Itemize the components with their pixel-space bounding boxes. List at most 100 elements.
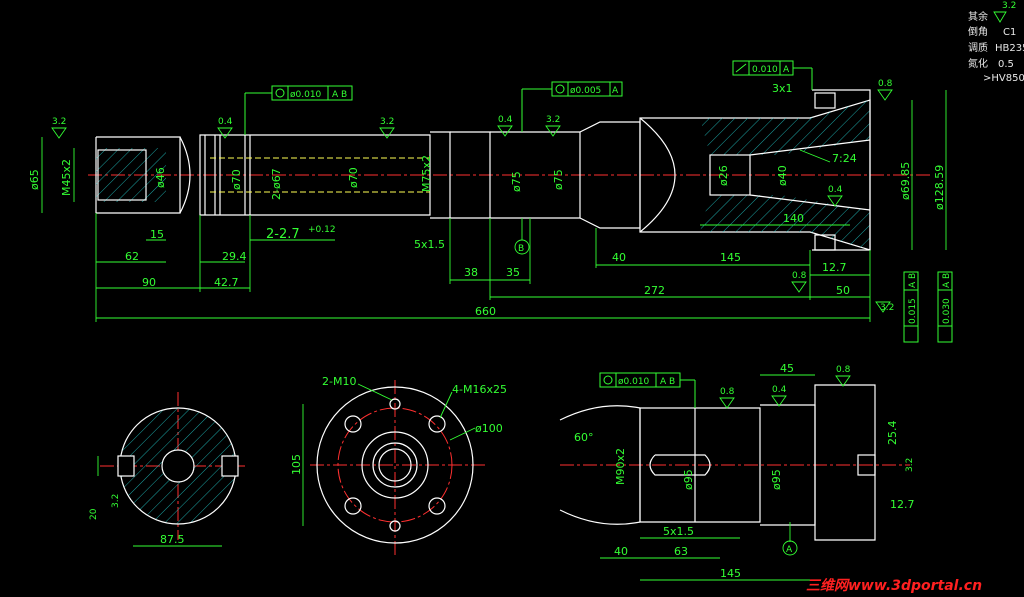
roughness-6: 0.8 — [878, 79, 893, 89]
dim-groove-tol: +0.12 — [308, 225, 336, 235]
section-left-key-1 — [117, 455, 135, 477]
section-left-bore — [161, 449, 195, 483]
detail-m90: M90x2 — [614, 448, 627, 485]
detail-d95a: ø95 — [682, 469, 695, 490]
thread-hatch — [96, 148, 166, 202]
detail-145: 145 — [720, 567, 741, 580]
note-temper-val: HB235 — [995, 43, 1024, 54]
tapped-hole — [389, 398, 401, 410]
detail-roughness-3: 0.8 — [836, 365, 851, 375]
bolt-hole — [428, 497, 446, 515]
tol-frame-5-val: 0.030 — [942, 298, 952, 324]
dim-d70a: ø70 — [230, 169, 243, 190]
tapped-hole — [389, 520, 401, 532]
section-left-roughness: 3.2 — [111, 494, 121, 508]
tol-frame-1-val: ø0.010 — [290, 90, 322, 100]
dim-groove: 2-2.7 — [266, 227, 300, 242]
flange-hub — [361, 431, 429, 499]
dim-d67: 2-ø67 — [270, 168, 283, 200]
datum-b-label: B — [518, 244, 524, 254]
leader-m16 — [439, 391, 453, 419]
tol-frame-1: ø0.010 A B — [244, 85, 353, 135]
detail-tol-frame: ø0.010 A B — [599, 372, 696, 408]
label-m16: 4-M16x25 — [452, 383, 507, 396]
shaft-body-1 — [199, 134, 431, 216]
detail-tol-ref: A B — [660, 377, 675, 387]
detail-5x15: 5x1.5 — [663, 525, 694, 538]
main-shaft-view: ø65 M45x2 ø46 ø70 2-ø67 ø70 M75x2 ø75 ø7… — [28, 60, 953, 343]
tol-frame-2-ref: A — [612, 86, 619, 96]
detail-254: 25.4 — [886, 421, 899, 446]
roughness-5: 3.2 — [546, 115, 560, 125]
shoulder-1 — [450, 131, 491, 219]
tol-frame-3-ref: A — [783, 65, 790, 75]
label-m10: 2-M10 — [322, 375, 356, 388]
leader-taper — [799, 149, 831, 163]
dim-5x15: 5x1.5 — [414, 238, 445, 251]
dim-d75a: ø75 — [510, 171, 523, 192]
dim-38: 38 — [464, 266, 478, 279]
roughness-2: 0.4 — [218, 117, 233, 127]
note-nitride-val: 0.5 — [998, 59, 1014, 70]
flange-outer — [316, 386, 474, 544]
datum-b-circle — [514, 239, 530, 255]
dim-427: 42.7 — [214, 276, 239, 289]
detail-keyway — [649, 454, 711, 476]
flange-slot-bottom — [814, 234, 836, 251]
note-chamfer-val: C1 — [1003, 27, 1016, 38]
dim-35: 35 — [506, 266, 520, 279]
thread-m75 — [430, 131, 451, 219]
dim-d75b: ø75 — [552, 169, 565, 190]
watermark: 三维网www.3dportal.cn — [806, 577, 982, 594]
roughness-1: 3.2 — [52, 117, 66, 127]
tol-frame-5: 0.030 A B — [937, 271, 953, 343]
flange-bore-2 — [378, 448, 412, 482]
roughness-marks: 3.2 0.4 3.2 0.4 3.2 0.8 0.4 0.8 3.2 — [51, 79, 894, 313]
section-left: 20 3.2 87.5 — [89, 392, 245, 547]
dim-20: 20 — [89, 508, 99, 520]
leader-m10 — [357, 383, 393, 401]
roughness-3: 3.2 — [380, 117, 394, 127]
tol-frame-4-ref: A B — [908, 273, 918, 288]
datum-a-circle — [782, 540, 798, 556]
thread-bore — [97, 149, 147, 201]
leader-d100 — [449, 427, 476, 441]
detail-angle: 60° — [574, 431, 594, 444]
detail-flange — [814, 384, 876, 541]
bolt-hole — [344, 415, 362, 433]
detail-127: 12.7 — [890, 498, 915, 511]
nose-hatch-bottom — [700, 195, 870, 250]
dim-taper: 7:24 — [832, 152, 857, 165]
detail-key — [857, 454, 876, 476]
datum-a-label: A — [786, 545, 793, 555]
dim-d6985: ø69.85 — [899, 162, 912, 200]
note-rough-rest: 其余 — [968, 10, 988, 23]
tol-frame-4-val: 0.015 — [908, 298, 918, 324]
detail-40: 40 — [614, 545, 628, 558]
concentricity-icon — [275, 88, 285, 98]
note-temper-label: 调质 — [968, 42, 988, 54]
dim-40: 40 — [612, 251, 626, 264]
runout-icon — [735, 63, 747, 73]
section-left-key-2 — [221, 455, 239, 477]
nose-bore — [709, 154, 751, 196]
flange-slot-top — [814, 92, 836, 109]
section-flange: 2-M10 4-M16x25 ø100 105 — [290, 375, 507, 555]
tol-frame-3-val: 0.010 — [752, 65, 778, 75]
dim-105: 105 — [290, 454, 303, 475]
detail-roughness: 0.8 0.4 0.8 3.2 — [719, 365, 915, 472]
dim-d70b: ø70 — [347, 167, 360, 188]
bearing-seat — [490, 131, 581, 219]
flange-outline — [812, 89, 871, 251]
nose-hatch-top — [700, 100, 870, 155]
tol-frame-1-ref: A B — [332, 90, 347, 100]
break-curve-2 — [639, 117, 676, 233]
dim-140: 140 — [783, 212, 804, 225]
detail-tol-val: ø0.010 — [618, 377, 650, 387]
dim-29: 29.4 — [222, 250, 247, 263]
note-hardness: >HV850 — [983, 73, 1024, 84]
note-nitride-label: 氮化 — [968, 57, 988, 70]
dim-d26: ø26 — [717, 165, 730, 186]
tol-frame-2-val: ø0.005 — [570, 86, 601, 96]
